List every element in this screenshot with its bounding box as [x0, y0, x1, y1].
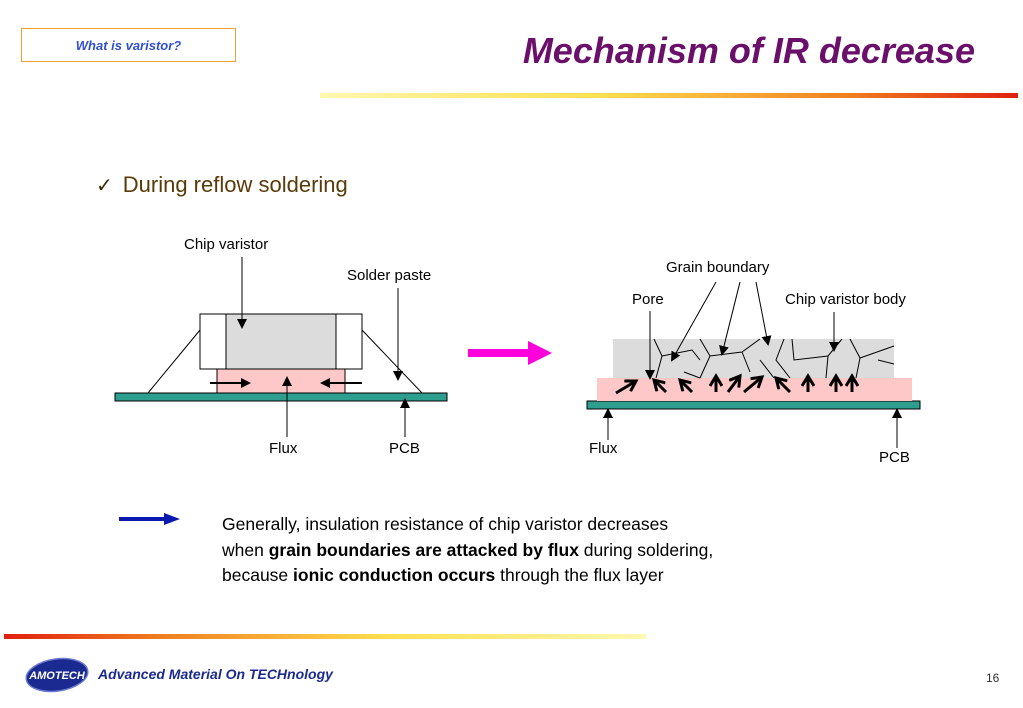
grain-boundary-pointer-1 [671, 281, 717, 362]
flux-attack-arrows [615, 376, 852, 395]
conclusion-line-2-post: during soldering, [578, 539, 714, 560]
conclusion-line-3-pre: because [222, 565, 294, 585]
label-chip-varistor-body: Chip varistor body [785, 291, 906, 308]
footer-rule [4, 634, 646, 639]
grain-boundary-pointer-3 [755, 281, 772, 346]
conclusion-line-2-bold: grain boundaries are attacked by flux [268, 539, 579, 560]
grain-boundary-pointer-2 [719, 281, 741, 356]
label-solder-paste: Solder paste [347, 267, 432, 284]
logo-text: AMOTECH [28, 670, 86, 682]
label-pore: Pore [632, 291, 664, 308]
label-flux-right: Flux [589, 440, 618, 457]
left-solder-fillet [147, 329, 201, 394]
conclusion-line-2: when grain boundaries are attacked by fl… [222, 538, 713, 564]
bullet-text: During reflow soldering [122, 172, 348, 197]
bullet-point: ✓ During reflow soldering [96, 172, 348, 198]
footer-tagline: Advanced Material On TECHnology [98, 666, 333, 682]
label-grain-boundary: Grain boundary [666, 259, 770, 276]
left-diagram [114, 257, 448, 437]
right-pcb [586, 400, 921, 410]
checkmark-icon: ✓ [96, 175, 113, 197]
title-rule [320, 93, 1018, 98]
topic-button[interactable]: What is varistor? [21, 28, 236, 62]
right-diagram [586, 281, 921, 448]
label-pcb-right: PCB [879, 449, 910, 466]
conclusion-line-1: Generally, insulation resistance of chip… [222, 514, 669, 534]
label-flux-left: Flux [269, 440, 298, 457]
label-chip-varistor: Chip varistor [184, 236, 269, 253]
left-pcb [114, 392, 448, 402]
right-solder-fillet [361, 329, 423, 394]
conclusion-text: Generally, insulation resistance of chip… [222, 512, 713, 589]
right-chip-body [613, 339, 894, 379]
conclusion-line-3: because ionic conduction occurs through … [222, 563, 713, 589]
conclusion-arrow [119, 513, 180, 525]
amotech-logo: AMOTECH [25, 657, 89, 693]
topic-button-label: What is varistor? [75, 37, 182, 53]
left-flux-layer [216, 368, 346, 394]
conclusion-line-2-pre: when [222, 539, 269, 560]
page-number: 16 [986, 671, 1000, 685]
conclusion-line-3-post: through the flux layer [495, 565, 664, 585]
label-pcb-left: PCB [389, 440, 420, 457]
transition-arrow [468, 341, 552, 365]
page-title: Mechanism of IR decrease [522, 30, 975, 71]
conclusion-line-3-bold: ionic conduction occurs [293, 565, 496, 585]
